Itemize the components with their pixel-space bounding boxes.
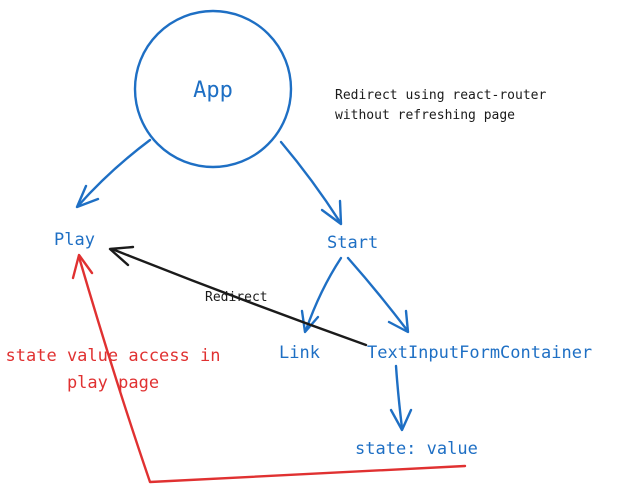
red-annotation-line-1: state value access in <box>6 346 221 366</box>
arrow-redirect-to-play <box>108 245 368 347</box>
state-node-label: state: value <box>355 439 478 459</box>
red-annotation-line-2: play page <box>67 373 159 393</box>
app-node-label: App <box>193 78 233 103</box>
arrow-app-to-start <box>279 140 343 226</box>
note-line-2: without refreshing page <box>335 108 515 123</box>
redirect-edge-label: Redirect <box>205 290 268 305</box>
link-node-label: Link <box>279 343 320 363</box>
start-node-label: Start <box>327 233 378 253</box>
arrow-state-access-to-play <box>71 253 467 484</box>
app-node-circle <box>133 9 293 169</box>
textinputformcontainer-node-label: TextInputFormContainer <box>367 343 592 363</box>
arrow-app-to-play <box>75 138 152 209</box>
play-node-label: Play <box>54 230 95 250</box>
arrow-start-to-textinputformcontainer <box>346 256 410 334</box>
note-line-1: Redirect using react-router <box>335 88 546 103</box>
arrow-start-to-link <box>300 256 343 334</box>
arrow-textinputformcontainer-to-state <box>389 364 413 432</box>
